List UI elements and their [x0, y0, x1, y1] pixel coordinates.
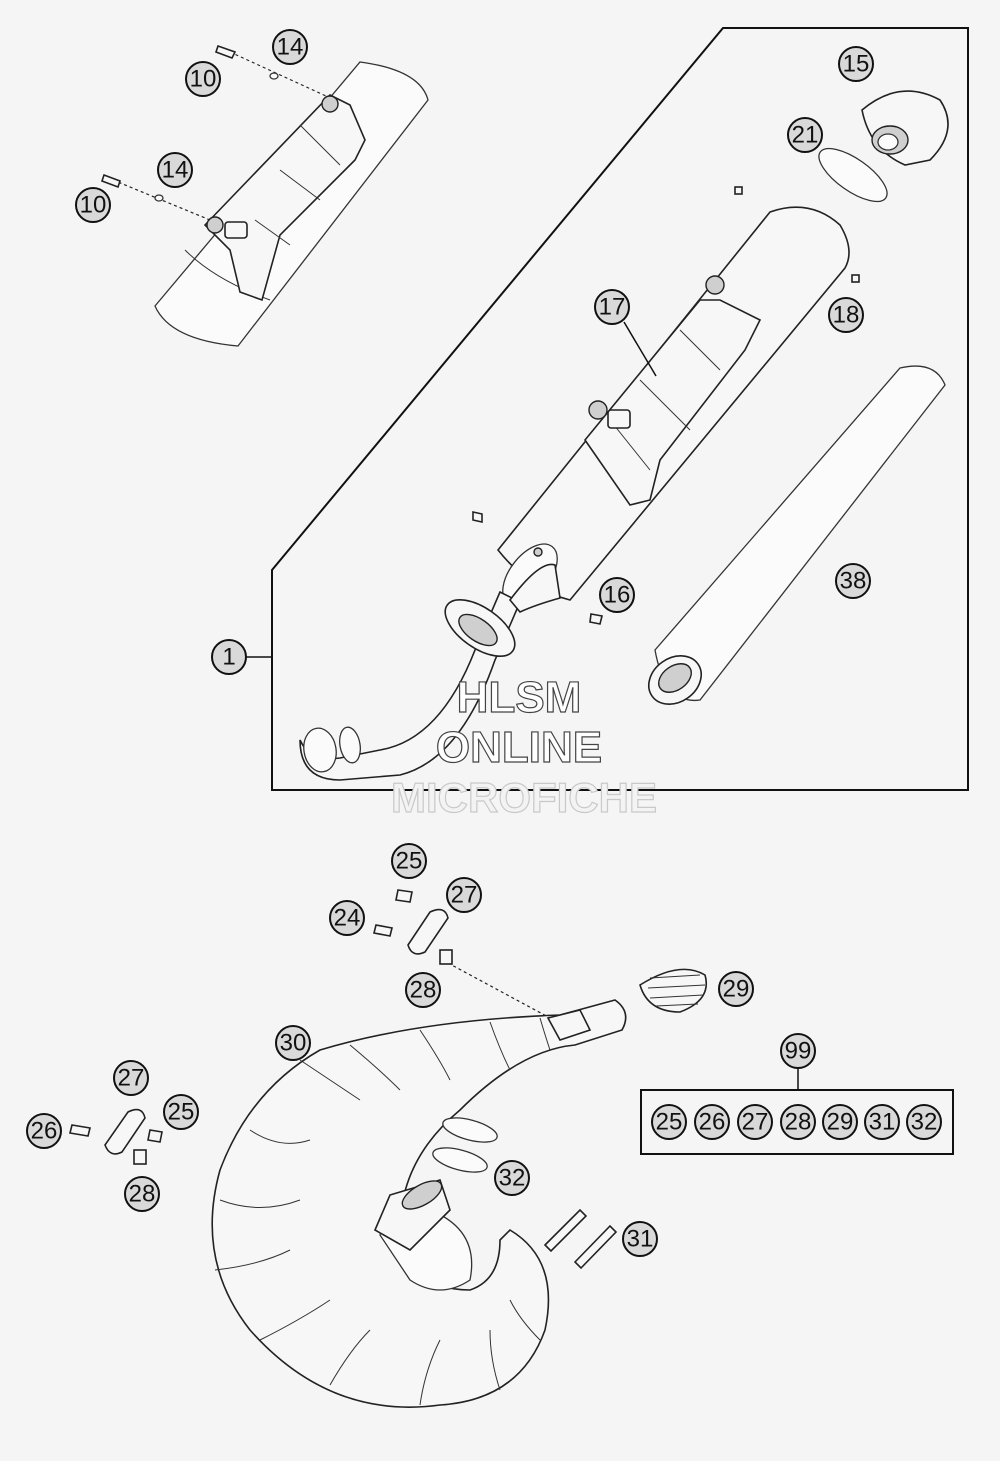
- callout-32: 32: [494, 1160, 530, 1196]
- svg-text:15: 15: [843, 51, 870, 78]
- kit-callout-32: 32: [906, 1104, 942, 1140]
- svg-text:25: 25: [396, 848, 423, 875]
- o-ring-21: [818, 147, 888, 203]
- inlet-pipe: [299, 563, 561, 781]
- packing-38: [648, 365, 946, 705]
- callout-30: 30: [275, 1025, 311, 1061]
- watermark-line1: HLSM: [457, 673, 582, 722]
- svg-text:27: 27: [742, 1109, 769, 1136]
- svg-text:31: 31: [627, 1226, 654, 1253]
- o-ring-32b: [432, 1147, 488, 1173]
- callout-16: 16: [599, 577, 635, 613]
- svg-text:25: 25: [656, 1109, 683, 1136]
- svg-text:31: 31: [869, 1109, 896, 1136]
- svg-text:99: 99: [785, 1038, 812, 1065]
- kit-callout-25: 25: [651, 1104, 687, 1140]
- kit-callout-29: 29: [822, 1104, 858, 1140]
- spring-31a: [543, 1208, 588, 1253]
- callout-25-upper: 25: [391, 843, 427, 879]
- svg-text:26: 26: [31, 1118, 58, 1145]
- svg-text:25: 25: [168, 1099, 195, 1126]
- svg-text:10: 10: [80, 192, 107, 219]
- bolt-24: [373, 924, 393, 937]
- screw-18a: [734, 186, 743, 195]
- kit-callout-27: 27: [737, 1104, 773, 1140]
- svg-text:26: 26: [699, 1109, 726, 1136]
- kit-99-box: [640, 1089, 954, 1155]
- callout-14-upper: 14: [272, 29, 308, 65]
- svg-text:18: 18: [833, 302, 860, 329]
- svg-text:10: 10: [190, 66, 217, 93]
- callout-1: 1: [211, 639, 247, 675]
- exhaust-pipe-30: [211, 999, 627, 1408]
- spring-31b: [573, 1224, 618, 1270]
- kit-callout-28: 28: [780, 1104, 816, 1140]
- bolt-25-upper: [395, 889, 413, 903]
- callout-99: 99: [780, 1033, 816, 1069]
- callout-29: 29: [718, 971, 754, 1007]
- svg-text:38: 38: [840, 568, 867, 595]
- coupling-29: [639, 968, 707, 1013]
- clip-28-upper: [439, 949, 453, 965]
- screw-18b: [851, 274, 860, 283]
- watermark-line2: ONLINE: [436, 723, 602, 772]
- o-ring-32a: [442, 1117, 498, 1143]
- callout-26: 26: [26, 1113, 62, 1149]
- svg-text:1: 1: [222, 644, 235, 671]
- bracket-leader-28: [447, 962, 551, 1019]
- silencer-mount-detail: [100, 44, 429, 347]
- clip-28-left: [133, 1149, 147, 1165]
- bolt-26: [69, 1124, 91, 1137]
- callout-31: 31: [622, 1221, 658, 1257]
- callout-18: 18: [828, 297, 864, 333]
- callout-27-left: 27: [113, 1060, 149, 1096]
- svg-text:21: 21: [792, 122, 819, 149]
- kit-callout-26: 26: [694, 1104, 730, 1140]
- svg-text:24: 24: [334, 905, 361, 932]
- callout-10-lower: 10: [75, 187, 111, 223]
- callout-21: 21: [787, 117, 823, 153]
- callout-24: 24: [329, 900, 365, 936]
- svg-text:32: 32: [499, 1165, 526, 1192]
- svg-text:27: 27: [451, 882, 478, 909]
- svg-text:16: 16: [604, 582, 631, 609]
- watermark-line3: MICROFICHE: [391, 774, 657, 821]
- svg-text:28: 28: [129, 1181, 156, 1208]
- svg-text:32: 32: [911, 1109, 938, 1136]
- bracket-27-left: [104, 1108, 146, 1155]
- nut-25-left: [147, 1129, 163, 1143]
- bracket-27-upper: [407, 908, 449, 955]
- svg-text:27: 27: [118, 1065, 145, 1092]
- svg-text:28: 28: [410, 977, 437, 1004]
- callout-27-upper: 27: [446, 877, 482, 913]
- svg-text:29: 29: [827, 1109, 854, 1136]
- leader-17: [623, 321, 657, 377]
- svg-text:30: 30: [280, 1030, 307, 1057]
- svg-text:17: 17: [599, 294, 626, 321]
- callout-14-lower: 14: [157, 152, 193, 188]
- svg-text:29: 29: [723, 976, 750, 1003]
- callout-17: 17: [594, 289, 630, 325]
- callout-15: 15: [838, 46, 874, 82]
- callout-28-left: 28: [124, 1176, 160, 1212]
- silencer-body-17: [472, 206, 850, 607]
- callout-38: 38: [835, 563, 871, 599]
- silencer-assembly-frame: [271, 27, 969, 791]
- callout-28-upper: 28: [405, 972, 441, 1008]
- kit-callout-31: 31: [864, 1104, 900, 1140]
- callout-25-left: 25: [163, 1094, 199, 1130]
- rivet-16: [589, 613, 603, 625]
- svg-text:14: 14: [162, 157, 189, 184]
- svg-text:14: 14: [277, 34, 304, 61]
- end-cap-15: [861, 90, 949, 166]
- svg-text:28: 28: [785, 1109, 812, 1136]
- callout-10-upper: 10: [185, 61, 221, 97]
